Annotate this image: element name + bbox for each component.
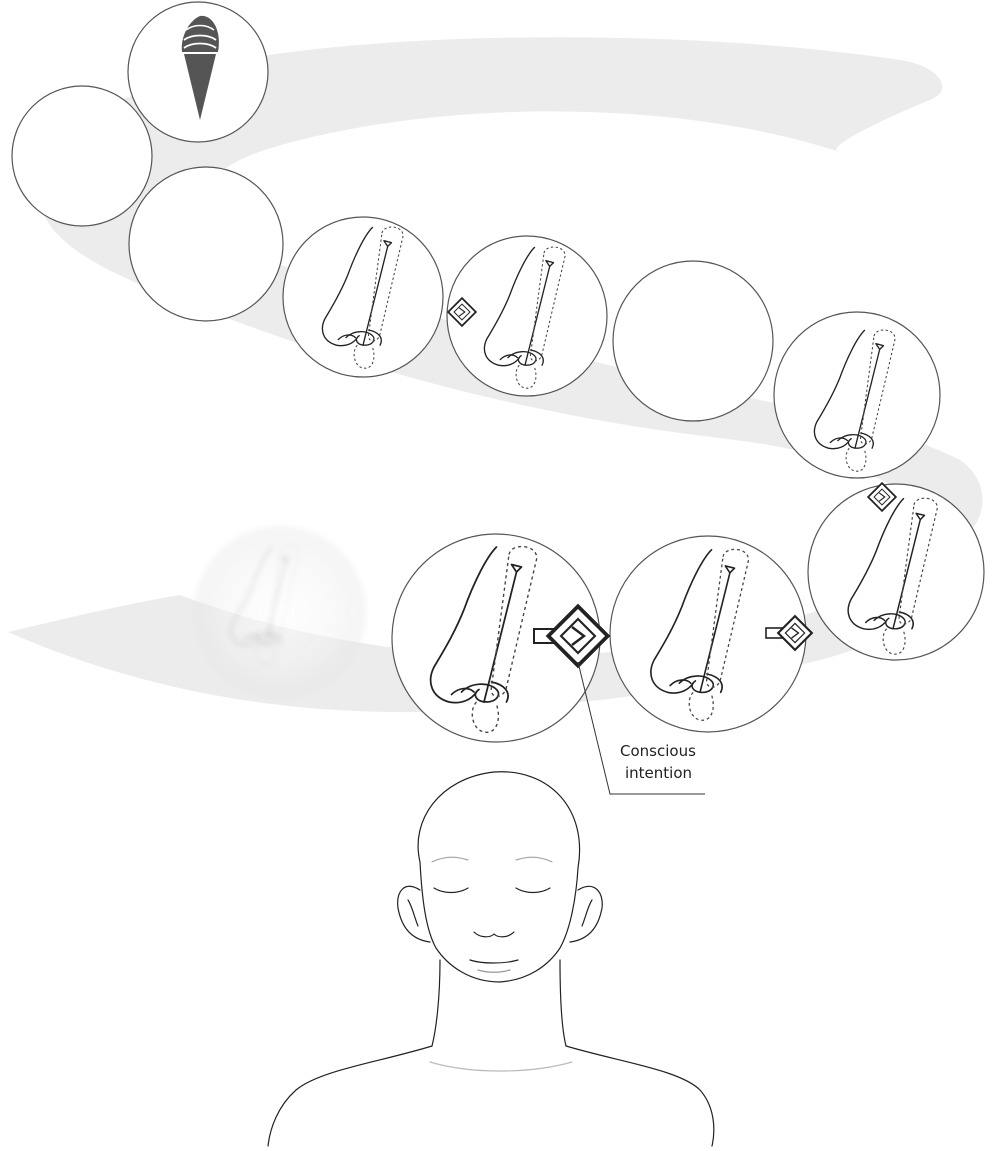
annotation-line-2: intention xyxy=(625,764,692,782)
empty-bubble xyxy=(12,86,152,226)
nose-breath-icon xyxy=(283,217,443,377)
empty-bubble xyxy=(613,261,773,421)
nose-breath-icon xyxy=(774,312,940,478)
annotation-line-1: Conscious xyxy=(620,742,696,760)
meditating-person-figure xyxy=(268,772,714,1146)
empty-bubble xyxy=(129,167,283,321)
faded-nose-icon xyxy=(194,526,366,698)
nose-breath-icon xyxy=(808,484,984,660)
